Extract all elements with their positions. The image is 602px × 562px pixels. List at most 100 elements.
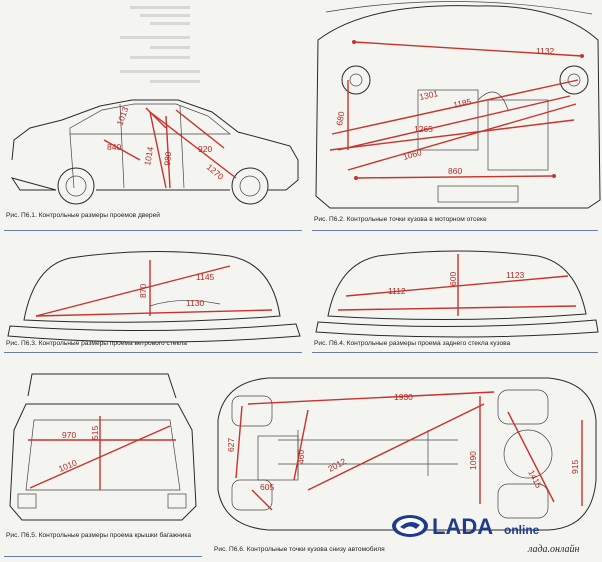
- figure-p6-2: 1132 1301 1185 680 1265 1060 860 Рис. П6…: [308, 0, 602, 234]
- figure-caption: Рис. П6.5. Контрольные размеры проема кр…: [6, 532, 192, 539]
- dimension-labels: 1132 1301 1185 680 1265 1060 860: [334, 46, 554, 176]
- dim-label: 1145: [196, 272, 215, 282]
- figure-caption: Рис. П6.1. Контрольные размеры проемов д…: [6, 212, 160, 219]
- dim-label: 840: [107, 142, 121, 152]
- dimension-lines: [28, 416, 176, 490]
- dim-label: 680: [334, 110, 346, 126]
- figure-p6-3: 870 1145 1130 Рис. П6.3. Контрольные раз…: [0, 236, 306, 356]
- dim-label: 1185: [452, 96, 472, 110]
- trunk-opening-outline: [9, 403, 197, 521]
- figure-p6-4: 600 1112 1123 Рис. П6.4. Контрольные раз…: [308, 236, 602, 356]
- dim-label: 600: [448, 272, 458, 286]
- left-strut-mount: [341, 65, 371, 95]
- figure-p6-3-drawing: 870 1145 1130: [7, 250, 301, 343]
- caption-rule: [4, 230, 302, 231]
- dim-label: 1090: [468, 451, 478, 470]
- dimension-lines: [35, 260, 273, 317]
- figure-p6-5: 970 515 1010 Рис. П6.5. Контрольные разм…: [0, 360, 206, 562]
- window-line: [69, 103, 231, 135]
- trunk-inner: [25, 419, 181, 491]
- radiator: [437, 185, 519, 203]
- dim-label: 860: [448, 166, 462, 176]
- caption-rule: [312, 352, 598, 353]
- left-tail-lamp: [17, 493, 37, 509]
- rear-glass-outline: [327, 250, 587, 321]
- dim-label: 1270: [205, 162, 226, 182]
- rear-left-wheel-well: [497, 389, 549, 425]
- dim-label: 1060: [402, 147, 423, 162]
- dimension-labels: 1013 840 1014 980 920 1270: [107, 105, 226, 182]
- dimension-labels: 870 1145 1130: [138, 272, 215, 308]
- sedan-side-outline: [10, 99, 299, 191]
- caption-rule: [312, 230, 598, 231]
- background-text: [120, 6, 200, 83]
- dimension-lines: [337, 254, 577, 316]
- hood-edge: [325, 1, 593, 15]
- front-wheel: [57, 167, 95, 205]
- logo-suffix: online: [504, 523, 540, 537]
- logo-url: лада.онлайн: [527, 544, 579, 555]
- engine-subframe: [257, 435, 299, 481]
- dim-label: 920: [198, 144, 212, 154]
- dim-label: 627: [226, 438, 236, 452]
- figure-p6-5-drawing: 970 515 1010: [9, 373, 197, 521]
- front-wheel-hub: [65, 175, 87, 197]
- dim-label: 1930: [394, 392, 413, 402]
- lada-online-logo: LADA online лада.онлайн: [392, 514, 579, 555]
- dimension-lines: [235, 391, 583, 511]
- dimension-lines: [103, 107, 237, 189]
- front-left-wheel-well: [231, 395, 273, 427]
- dim-label: 1112: [388, 286, 406, 296]
- engine-block: [417, 89, 479, 151]
- logo-brand: LADA: [432, 514, 493, 539]
- front-right-wheel-well: [231, 479, 273, 511]
- dim-label: 2012: [326, 456, 348, 474]
- right-tail-lamp: [167, 493, 187, 509]
- dim-label: 970: [62, 430, 76, 440]
- figure-caption: Рис. П6.2. Контрольные точки кузова в мо…: [314, 216, 487, 223]
- dim-label: 460: [296, 450, 306, 464]
- figure-p6-6: 1930 627 605 460 2012 1090 1415 915 Рис.…: [208, 360, 602, 562]
- rear-right-wheel-well: [497, 483, 549, 519]
- spare-wheel-well: [503, 429, 553, 479]
- rear-wheel: [231, 167, 269, 205]
- dim-label: 1014: [142, 146, 155, 167]
- dim-label: 1123: [506, 270, 525, 280]
- dimension-lines: [329, 41, 583, 179]
- dim-label: 1132: [536, 46, 555, 56]
- figure-p6-1-drawing: 1013 840 1014 980 920 1270: [10, 6, 299, 205]
- dimension-labels: 600 1112 1123: [388, 270, 525, 296]
- caption-rule: [4, 352, 302, 353]
- trunk-lid-open: [27, 373, 177, 399]
- right-strut-mount: [559, 65, 589, 95]
- exhaust-and-tunnel: [278, 430, 458, 476]
- dim-label: 1130: [186, 298, 205, 308]
- caption-rule: [4, 556, 202, 557]
- dim-label: 1301: [418, 88, 439, 102]
- figure-p6-2-drawing: 1132 1301 1185 680 1265 1060 860: [315, 1, 601, 209]
- dim-label: 1265: [414, 124, 433, 134]
- engine-bay-outline: [315, 5, 601, 209]
- dim-label: 515: [90, 426, 100, 440]
- dim-label: 1013: [114, 105, 130, 126]
- dim-label: 1415: [526, 468, 544, 490]
- battery-box: [487, 99, 549, 171]
- dim-label: 870: [138, 284, 148, 298]
- figure-p6-4-drawing: 600 1112 1123: [315, 250, 599, 338]
- dimension-labels: 1930 627 605 460 2012 1090 1415 915: [226, 392, 580, 492]
- dim-label: 915: [570, 460, 580, 474]
- figure-p6-1: 1013 840 1014 980 920 1270 Рис. П6.1. Ко…: [0, 0, 306, 234]
- figure-caption: Рис. П6.3. Контрольные размеры проема ве…: [6, 340, 187, 347]
- rear-wheel-hub: [239, 175, 261, 197]
- figure-p6-6-drawing: 1930 627 605 460 2012 1090 1415 915: [217, 377, 597, 531]
- door-lines: [69, 103, 185, 189]
- hose: [477, 91, 509, 111]
- dim-label: 980: [162, 151, 173, 166]
- figure-caption: Рис. П6.4. Контрольные размеры проема за…: [314, 340, 511, 347]
- trunk-edge: [315, 319, 599, 338]
- wiper: [149, 300, 221, 307]
- underbody-outline: [217, 377, 597, 531]
- hood-outline: [7, 323, 301, 343]
- windshield-outline: [23, 250, 281, 323]
- figure-caption: Рис. П6.6. Контрольные точки кузова сниз…: [214, 546, 385, 553]
